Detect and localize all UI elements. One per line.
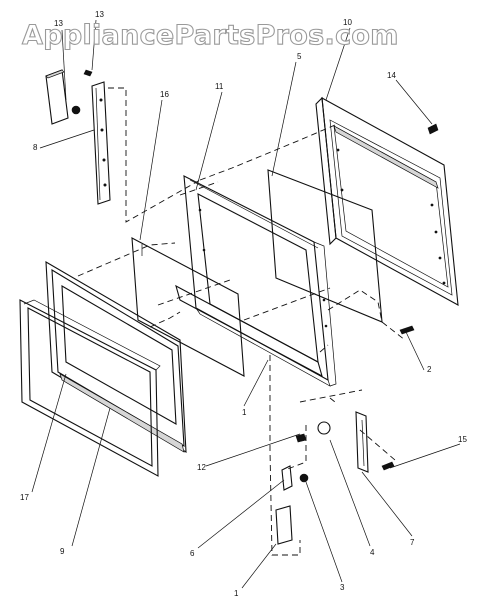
glass-panel [131,237,245,377]
callout-4: 4 [370,548,375,557]
latch-assembly [275,123,439,545]
callout-11: 11 [215,82,224,91]
front-door-frame [45,261,187,454]
callout-labels: 13 13 10 5 14 16 11 8 1 2 12 4 15 17 9 6… [20,10,467,598]
callout-15: 15 [458,435,467,444]
door-trim-frame [19,299,161,477]
insulation-panel [267,169,383,323]
callout-5: 5 [297,52,302,61]
callout-14: 14 [387,71,396,80]
callout-16: 16 [160,90,169,99]
callout-leaders [31,19,461,589]
hinge-bracket-assembly [45,69,111,205]
callout-13b: 13 [95,10,104,19]
latch-bracket [355,411,369,473]
site-watermark: AppliancePartsPros.com [22,20,399,51]
callout-2: 2 [427,365,432,374]
inner-door-frame [175,175,337,387]
callout-13a: 13 [54,19,63,28]
callout-10: 10 [343,18,352,27]
callout-7: 7 [410,538,415,547]
callout-9: 9 [60,547,65,556]
callout-1-lower: 1 [234,589,239,598]
callout-1-upper: 1 [242,408,247,417]
callout-17: 17 [20,493,29,502]
outer-door-panel [315,96,459,306]
callout-6: 6 [190,549,195,558]
assembly-guide-lines [77,87,406,556]
callout-3: 3 [340,583,345,592]
callout-12: 12 [197,463,206,472]
callout-8: 8 [33,143,38,152]
